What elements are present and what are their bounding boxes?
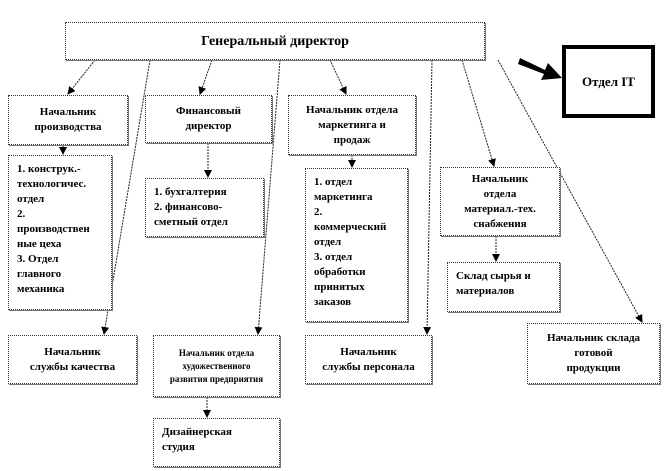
- production-units-box: 1. конструк.- технологичес. отдел 2. про…: [8, 155, 112, 310]
- art-development-head-box: Начальник отдела художественного развити…: [153, 335, 280, 397]
- marketing-head-box: Начальник отдела маркетинга и продаж: [288, 95, 416, 155]
- it-department-box: Отдел IT: [562, 45, 655, 118]
- art-development-head-label: Начальник отдела художественного развити…: [169, 347, 264, 384]
- financial-director-box: Финансовый директор: [145, 95, 272, 143]
- link-production: [67, 59, 96, 95]
- personnel-head-box: Начальник службы персонала: [305, 335, 432, 384]
- general-director-label: Генеральный директор: [201, 33, 349, 49]
- personnel-head-label: Начальник службы персонала: [322, 345, 415, 373]
- supply-head-label: Начальник отдела материал.-тех. снабжени…: [464, 172, 536, 230]
- link-art: [254, 59, 281, 335]
- marketing-head-label: Начальник отдела маркетинга и продаж: [306, 103, 398, 146]
- link-finished-warehouse: [497, 59, 643, 323]
- link-personnel: [423, 59, 433, 335]
- link-finance: [198, 59, 213, 95]
- finance-units-box: 1. бухгалтерия 2. финансово- сметный отд…: [145, 178, 264, 237]
- design-studio-label: Дизайнерская студия: [162, 426, 233, 453]
- finished-goods-warehouse-head-box: Начальник склада готовой продукции: [527, 323, 660, 384]
- production-head-box: Начальник производства: [8, 95, 128, 145]
- it-arrow: [518, 58, 562, 80]
- finished-goods-warehouse-head-label: Начальник склада готовой продукции: [546, 332, 641, 374]
- it-department-label: Отдел IT: [582, 74, 635, 89]
- raw-warehouse-label: Склад сырья и материалов: [456, 270, 531, 297]
- production-head-label: Начальник производства: [34, 106, 102, 133]
- financial-director-label: Финансовый директор: [176, 105, 241, 132]
- link-marketing: [329, 59, 347, 95]
- general-director-box: Генеральный директор: [65, 22, 485, 60]
- production-units-label: 1. конструк.- технологичес. отдел 2. про…: [17, 163, 90, 295]
- quality-head-box: Начальник службы качества: [8, 335, 137, 384]
- quality-head-label: Начальник службы качества: [29, 345, 116, 373]
- marketing-units-label: 1. отдел маркетинга 2. коммерческий отде…: [314, 176, 387, 308]
- link-supply: [461, 59, 496, 167]
- finance-units-label: 1. бухгалтерия 2. финансово- сметный отд…: [154, 186, 228, 228]
- design-studio-box: Дизайнерская студия: [153, 418, 280, 467]
- marketing-units-box: 1. отдел маркетинга 2. коммерческий отде…: [305, 168, 408, 322]
- supply-head-box: Начальник отдела материал.-тех. снабжени…: [440, 167, 560, 236]
- raw-warehouse-box: Склад сырья и материалов: [447, 262, 560, 312]
